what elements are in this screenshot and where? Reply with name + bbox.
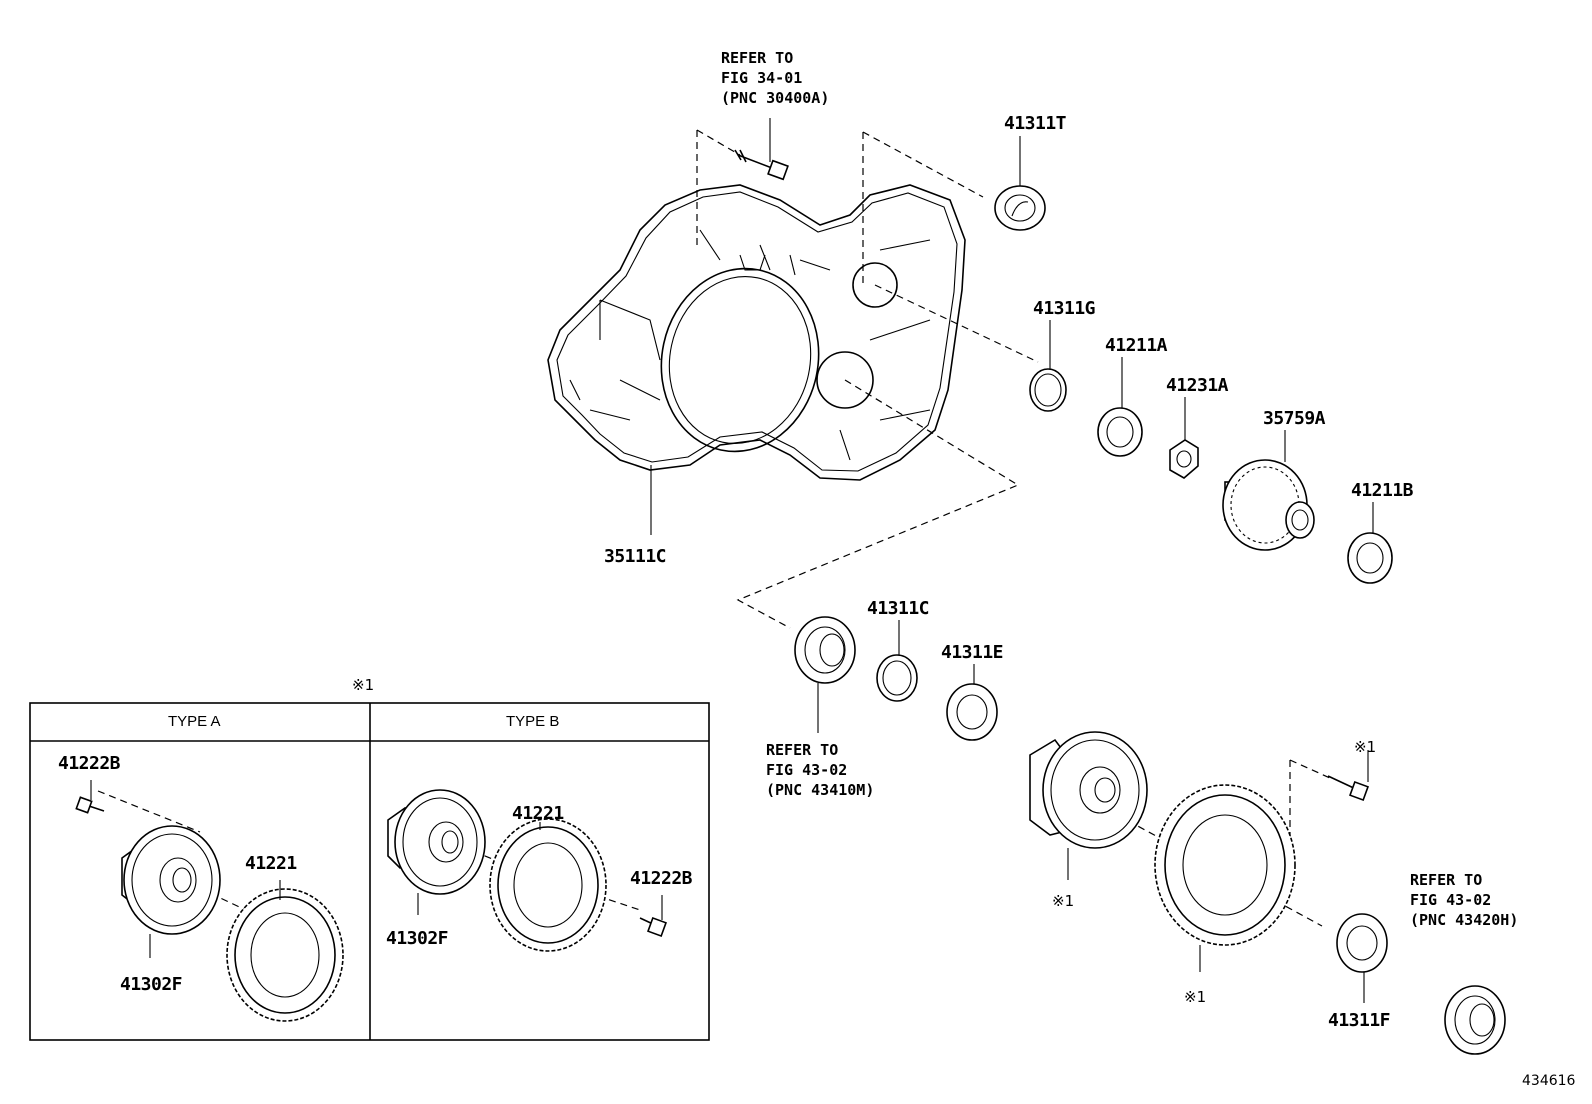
- mark-gear: ※1: [1184, 988, 1207, 1006]
- label-41311T: 41311T: [1004, 113, 1067, 134]
- bearing-41311F[interactable]: [1336, 913, 1388, 1003]
- label-b-41221: 41221: [512, 803, 564, 824]
- gear-35759A[interactable]: [1222, 430, 1315, 551]
- label-a-41221: 41221: [245, 853, 297, 874]
- label-35759A: 35759A: [1263, 408, 1326, 429]
- type-a-bolt[interactable]: [75, 780, 105, 814]
- type-a-ring-gear[interactable]: [226, 880, 344, 1022]
- ring-gear-bolt[interactable]: [1327, 750, 1369, 801]
- label-41211A: 41211A: [1105, 335, 1168, 356]
- shim-41311G[interactable]: [1029, 320, 1067, 412]
- label-41231A: 41231A: [1166, 375, 1229, 396]
- mark-case: ※1: [1052, 892, 1075, 910]
- label-41311F: 41311F: [1328, 1010, 1391, 1031]
- transaxle-housing[interactable]: [547, 184, 966, 535]
- type-a-heading: TYPE A: [168, 713, 221, 730]
- shim-41311C[interactable]: [876, 620, 918, 702]
- nut-41231A[interactable]: [1169, 397, 1199, 479]
- oil-seal-43420H[interactable]: [1444, 985, 1506, 1055]
- label-41311G: 41311G: [1033, 298, 1096, 319]
- bearing-41311E[interactable]: [946, 664, 998, 741]
- type-b-ring-gear[interactable]: [489, 818, 607, 952]
- housing-bolt[interactable]: [734, 118, 789, 181]
- ring-gear[interactable]: [1154, 784, 1296, 972]
- oil-seal-43410M[interactable]: [794, 616, 856, 733]
- label-b-41222B: 41222B: [630, 868, 693, 889]
- figure-number: 434616: [1522, 1073, 1576, 1089]
- label-a-41222B: 41222B: [58, 753, 121, 774]
- type-b-diff-case[interactable]: [387, 789, 486, 915]
- mark-box: ※1: [352, 676, 375, 694]
- type-variant-box: [29, 702, 710, 1041]
- type-b-heading: TYPE B: [506, 713, 560, 730]
- type-b-bolt[interactable]: [639, 895, 667, 937]
- bearing-41211B[interactable]: [1347, 502, 1393, 584]
- label-b-41302F: 41302F: [386, 928, 449, 949]
- mark-bolt: ※1: [1354, 738, 1377, 756]
- label-41311E: 41311E: [941, 642, 1004, 663]
- label-35111C: 35111C: [604, 546, 667, 567]
- label-a-41302F: 41302F: [120, 974, 183, 995]
- bearing-41311T[interactable]: [994, 136, 1046, 231]
- label-41311C: 41311C: [867, 598, 930, 619]
- differential-case[interactable]: [1029, 731, 1148, 880]
- type-a-diff-case[interactable]: [121, 825, 221, 958]
- label-41211B: 41211B: [1351, 480, 1414, 501]
- bearing-41211A[interactable]: [1097, 357, 1143, 457]
